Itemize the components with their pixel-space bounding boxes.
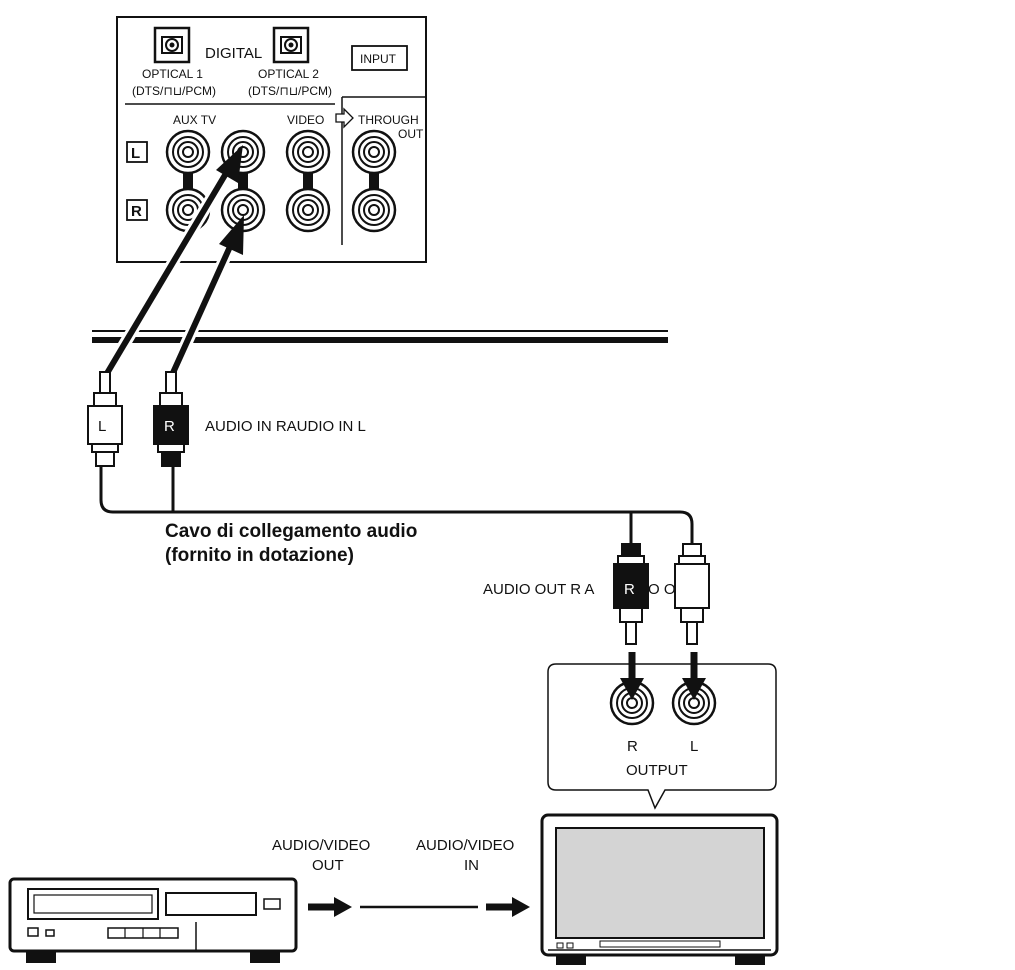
audio-in-label: AUDIO IN RAUDIO IN L bbox=[205, 418, 366, 435]
right-plug-letter: R bbox=[164, 418, 175, 435]
optical-2-label: OPTICAL 2 bbox=[258, 67, 319, 81]
aux-l-jack-icon bbox=[165, 129, 211, 175]
left-rca-plug-icon bbox=[87, 371, 123, 467]
plug-down-arrows bbox=[620, 652, 706, 700]
out-right-plug-letter: R bbox=[624, 581, 635, 598]
optical-1-label: OPTICAL 1 bbox=[142, 67, 203, 81]
audio-cable-l bbox=[99, 466, 694, 545]
input-label: INPUT bbox=[360, 52, 397, 66]
digital-label: DIGITAL bbox=[205, 45, 262, 62]
output-r-label: R bbox=[627, 738, 638, 755]
optical-1-port-icon bbox=[153, 26, 191, 64]
aux-tv-label: AUX TV bbox=[173, 113, 216, 127]
video-l-jack-icon bbox=[285, 129, 331, 175]
output-l-label: L bbox=[690, 738, 698, 755]
cable-subtitle: (fornito in dotazione) bbox=[165, 545, 354, 566]
input-label-box bbox=[351, 45, 408, 71]
output-callout bbox=[547, 663, 777, 810]
cable-title: Cavo di collegamento audio bbox=[165, 521, 417, 542]
left-plug-letter: L bbox=[98, 418, 106, 435]
audio-out-label: AUDIO OUT R A bbox=[483, 581, 594, 598]
video-r-jack-icon bbox=[285, 187, 331, 233]
right-channel-marker: R bbox=[131, 203, 142, 220]
rear-panel: DIGITAL INPUT OPTICAL 1 (DTS/⊓⊔/PCM) OPT… bbox=[116, 16, 427, 263]
av-in-label-line1: AUDIO/VIDEO bbox=[416, 837, 514, 854]
optical-1-format: (DTS/⊓⊔/PCM) bbox=[132, 84, 216, 98]
through-label: THROUGH bbox=[358, 113, 419, 127]
vcr-icon bbox=[8, 877, 298, 963]
video-label: VIDEO bbox=[287, 113, 324, 127]
right-rca-plug-icon bbox=[153, 371, 189, 467]
out-left-rca-plug-icon bbox=[674, 543, 710, 645]
through-arrow-icon bbox=[335, 107, 354, 129]
av-link-arrows bbox=[308, 897, 530, 917]
out-label: OUT bbox=[398, 127, 424, 141]
out-right-rca-plug-icon bbox=[613, 543, 649, 645]
av-in-label-line2: IN bbox=[464, 857, 479, 874]
av-out-label-line2: OUT bbox=[312, 857, 344, 874]
insert-arrow-right bbox=[166, 215, 244, 378]
insert-arrow-left bbox=[100, 145, 243, 379]
output-label: OUTPUT bbox=[626, 762, 688, 779]
through-l-jack-icon bbox=[351, 129, 397, 175]
tv-icon bbox=[540, 813, 779, 965]
optical-2-format: (DTS/⊓⊔/PCM) bbox=[248, 84, 332, 98]
av-out-label-line1: AUDIO/VIDEO bbox=[272, 837, 370, 854]
left-channel-marker: L bbox=[131, 145, 140, 162]
optical-2-port-icon bbox=[272, 26, 310, 64]
through-r-jack-icon bbox=[351, 187, 397, 233]
